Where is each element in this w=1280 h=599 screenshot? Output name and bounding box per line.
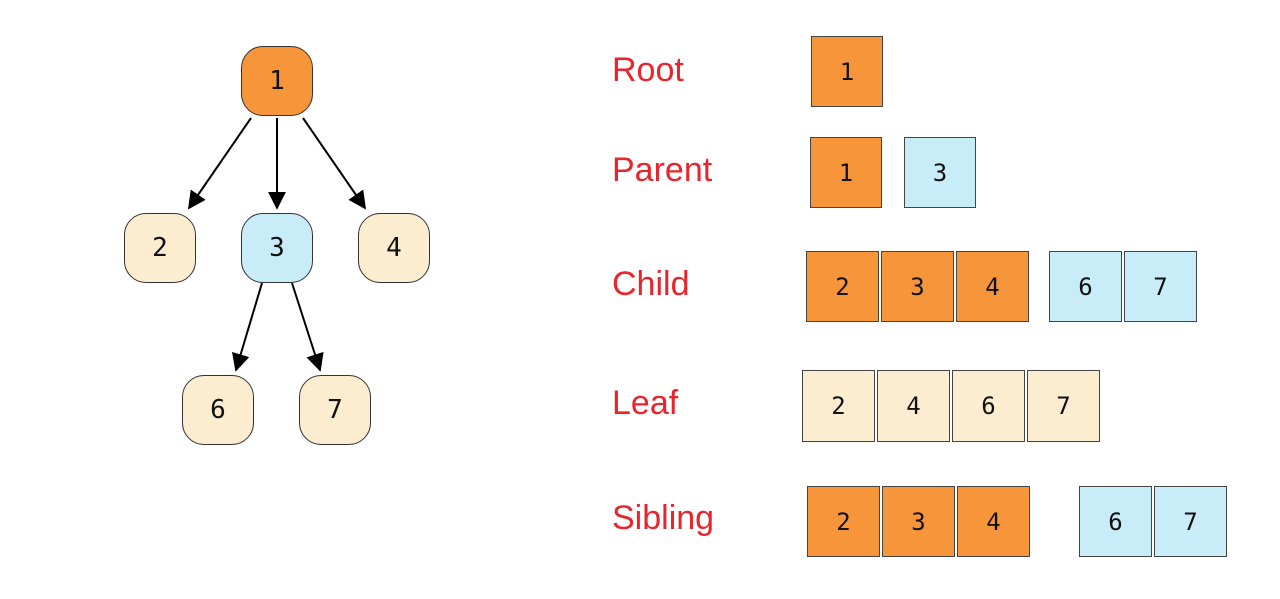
cell-parent-1: 1	[810, 137, 882, 208]
term-label-parent: Parent	[612, 151, 713, 189]
edge-n3-n7	[291, 282, 324, 372]
cell-leaf-6: 6	[952, 370, 1025, 442]
cell-parent-3: 3	[904, 137, 976, 208]
term-label-leaf: Leaf	[612, 384, 679, 422]
cell-child-7: 7	[1124, 251, 1197, 322]
tree-node-6: 6	[182, 375, 254, 445]
cell-sibling-4: 4	[957, 486, 1030, 557]
cell-leaf-2: 2	[802, 370, 875, 442]
term-label-sibling: Sibling	[612, 499, 715, 537]
cell-root-1: 1	[811, 36, 883, 107]
cell-sibling-7: 7	[1154, 486, 1227, 557]
tree-edges	[187, 117, 367, 372]
cell-sibling-2: 2	[807, 486, 880, 557]
tree-node-1: 1	[241, 46, 313, 116]
cell-sibling-3: 3	[882, 486, 955, 557]
cell-child-3: 3	[881, 251, 954, 322]
tree-node-4: 4	[358, 213, 430, 283]
edge-n3-n6	[232, 282, 263, 372]
term-label-root: Root	[612, 51, 684, 89]
cell-leaf-4: 4	[877, 370, 950, 442]
tree-node-3: 3	[241, 213, 313, 283]
cell-sibling-6: 6	[1079, 486, 1152, 557]
tree-node-2: 2	[124, 213, 196, 283]
cell-child-6: 6	[1049, 251, 1122, 322]
cell-leaf-7: 7	[1027, 370, 1100, 442]
edge-n1-n4	[302, 117, 367, 210]
tree-node-7: 7	[299, 375, 371, 445]
cell-child-2: 2	[806, 251, 879, 322]
edge-n1-n2	[187, 117, 252, 210]
cell-child-4: 4	[956, 251, 1029, 322]
term-label-child: Child	[612, 265, 690, 303]
